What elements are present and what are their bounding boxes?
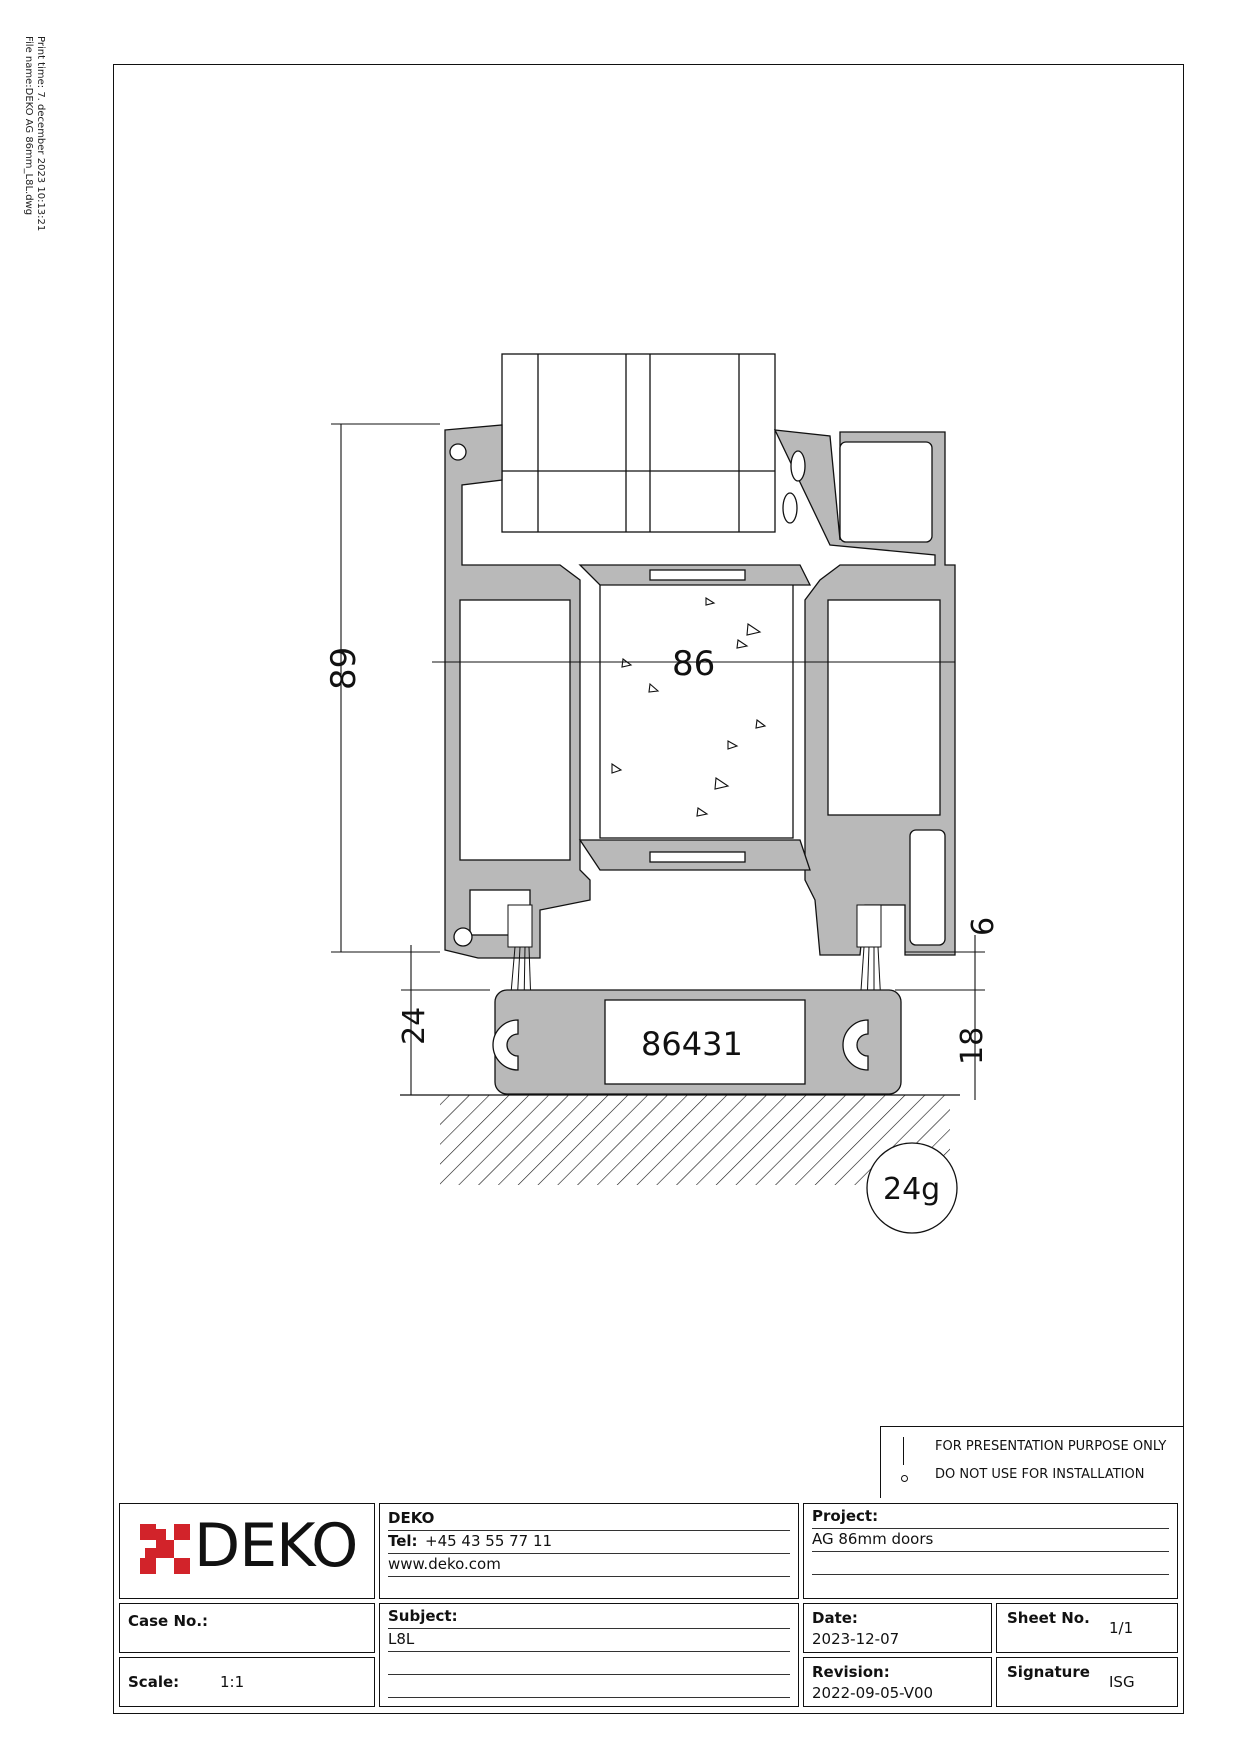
tel-value: +45 43 55 77 11 xyxy=(425,1532,553,1550)
drawing-sheet-border xyxy=(113,64,1184,1714)
company-website: www.deko.com xyxy=(388,1555,501,1573)
subject-cell: Subject: L8L xyxy=(379,1603,799,1707)
signature-label: Signature xyxy=(1007,1663,1090,1681)
deko-logo-icon xyxy=(140,1524,190,1574)
subject-label: Subject: xyxy=(388,1607,458,1625)
dim-height-label: 89 xyxy=(324,647,364,690)
revision-label: Revision: xyxy=(812,1663,890,1681)
title-block: DEKO DEKO Tel: +45 43 55 77 11 www.deko.… xyxy=(113,1497,1184,1714)
scale-cell: Scale: 1:1 xyxy=(119,1657,375,1707)
print-time: Print time: 7. december 2023 10:13:21 xyxy=(35,36,46,232)
logo-cell: DEKO xyxy=(119,1503,375,1599)
threshold-profile xyxy=(492,989,902,1095)
signature-value: ISG xyxy=(1109,1673,1135,1691)
dim-width-label: 86 xyxy=(672,644,715,684)
scale-label: Scale: xyxy=(128,1673,180,1691)
revision-value: 2022-09-05-V00 xyxy=(812,1684,934,1702)
profile-label: 86431 xyxy=(641,1025,743,1063)
scale-value: 1:1 xyxy=(220,1673,245,1691)
project-value: AG 86mm doors xyxy=(812,1530,934,1548)
floor-hatch xyxy=(400,1094,960,1185)
logo-wordmark: DEKO xyxy=(194,1511,358,1581)
dimension-lines xyxy=(331,423,985,1100)
company-cell: DEKO Tel: +45 43 55 77 11 www.deko.com xyxy=(379,1503,799,1599)
project-cell: Project: AG 86mm doors xyxy=(803,1503,1178,1599)
dim-threshold-label: 24 xyxy=(397,1007,432,1045)
weight-badge-label: 24g xyxy=(883,1172,940,1207)
notice-line-1: FOR PRESENTATION PURPOSE ONLY xyxy=(935,1439,1167,1454)
exclamation-dot-icon xyxy=(901,1475,908,1482)
left-frame-profile xyxy=(444,424,591,959)
sheet-no-value: 1/1 xyxy=(1109,1619,1134,1637)
presentation-notice: FOR PRESENTATION PURPOSE ONLY DO NOT USE… xyxy=(880,1426,1184,1498)
notice-line-2: DO NOT USE FOR INSTALLATION xyxy=(935,1467,1145,1482)
dim-top-gap-label: 6 xyxy=(966,917,1001,936)
subject-value: L8L xyxy=(388,1630,415,1648)
sheet-no-label: Sheet No. xyxy=(1007,1609,1090,1627)
insulation-core xyxy=(578,564,812,871)
signature-cell: Signature ISG xyxy=(996,1657,1178,1707)
revision-cell: Revision: 2022-09-05-V00 xyxy=(803,1657,992,1707)
date-value: 2023-12-07 xyxy=(812,1630,900,1648)
print-metadata: Print time: 7. december 2023 10:13:21 Fi… xyxy=(22,36,46,231)
dim-sill-label: 18 xyxy=(955,1027,990,1065)
date-cell: Date: 2023-12-07 xyxy=(803,1603,992,1653)
date-label: Date: xyxy=(812,1609,858,1627)
exclamation-icon xyxy=(903,1437,904,1465)
project-label: Project: xyxy=(812,1507,879,1525)
tel-label: Tel: xyxy=(388,1532,418,1550)
sheet-no-cell: Sheet No. 1/1 xyxy=(996,1603,1178,1653)
case-no-cell: Case No.: xyxy=(119,1603,375,1653)
file-name: File name:DEKO AG 86mm_L8L.dwg xyxy=(23,36,34,216)
right-frame-profile xyxy=(773,429,956,956)
company-name: DEKO xyxy=(388,1509,435,1527)
weight-badge-circle xyxy=(866,1142,958,1234)
case-no-label: Case No.: xyxy=(128,1612,209,1630)
glazing-block xyxy=(501,353,776,533)
